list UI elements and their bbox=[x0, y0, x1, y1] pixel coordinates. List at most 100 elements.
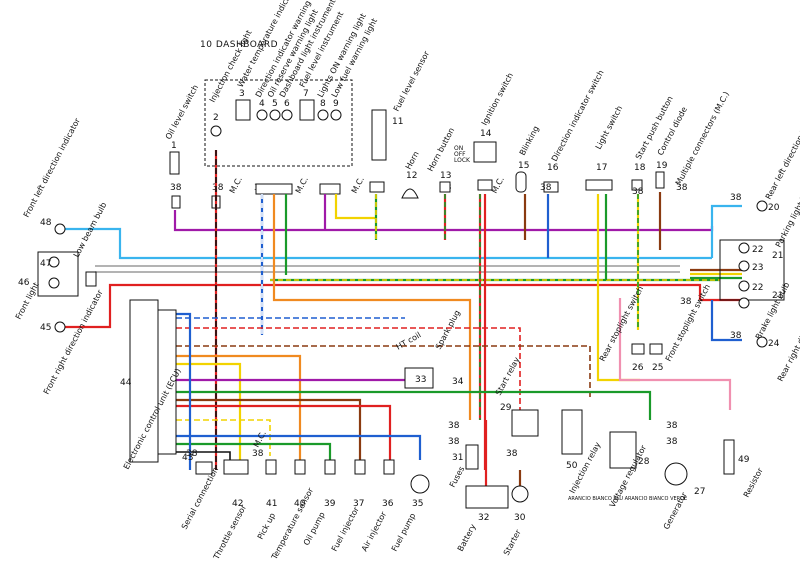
svg-text:21: 21 bbox=[772, 291, 783, 301]
svg-text:27: 27 bbox=[694, 487, 705, 497]
svg-text:38: 38 bbox=[186, 449, 198, 459]
svg-text:25: 25 bbox=[652, 363, 663, 373]
svg-text:Temperature sensor: Temperature sensor bbox=[269, 486, 315, 562]
svg-text:M.C.: M.C. bbox=[252, 429, 268, 449]
svg-text:36: 36 bbox=[382, 499, 394, 509]
front-left-indicator-icon bbox=[54, 223, 66, 235]
svg-text:Air injector: Air injector bbox=[360, 510, 389, 553]
diagram-title: 10 DASHBOARD bbox=[200, 40, 278, 50]
num-control-diode: 19 bbox=[656, 161, 668, 171]
svg-text:Throttle sensor: Throttle sensor bbox=[211, 503, 248, 562]
ecu-box bbox=[129, 299, 159, 463]
svg-text:33: 33 bbox=[415, 375, 426, 385]
svg-text:28: 28 bbox=[638, 457, 650, 467]
svg-text:Front left direction indicator: Front left direction indicator bbox=[22, 116, 82, 219]
horn-icon bbox=[401, 188, 419, 199]
num-horn: 12 bbox=[406, 171, 417, 181]
num-light-switch: 17 bbox=[596, 163, 607, 173]
svg-text:Serial connection: Serial connection bbox=[180, 466, 220, 531]
start-relay-icon bbox=[511, 409, 539, 437]
ecu: 44 Electronic control unit (ECU) bbox=[120, 299, 183, 471]
svg-text:24: 24 bbox=[768, 339, 780, 349]
dash-num-9: 9 bbox=[333, 99, 339, 109]
num-fuel-level-sensor: 11 bbox=[392, 117, 403, 127]
svg-text:20: 20 bbox=[768, 203, 780, 213]
svg-text:22: 22 bbox=[752, 245, 763, 255]
fuses-icon bbox=[465, 444, 479, 470]
svg-text:29: 29 bbox=[500, 403, 512, 413]
blinker-icon bbox=[515, 171, 527, 193]
rear-left-indicator-icon bbox=[756, 200, 768, 212]
svg-text:38: 38 bbox=[448, 437, 460, 447]
front-light-box bbox=[37, 251, 79, 297]
svg-text:39: 39 bbox=[324, 499, 336, 509]
svg-text:M.C.: M.C. bbox=[228, 175, 244, 195]
front-right-indicator-icon bbox=[54, 321, 66, 333]
svg-text:38: 38 bbox=[170, 183, 182, 193]
dash-num-6: 6 bbox=[284, 99, 290, 109]
starter-icon bbox=[511, 485, 529, 503]
svg-text:Resistor: Resistor bbox=[742, 466, 765, 499]
bottom-connectors: 38 38 M.C. 38 38 38 38 38 bbox=[186, 421, 678, 459]
label-fuel-level-sensor: Fuel level sensor bbox=[392, 49, 432, 113]
svg-text:31: 31 bbox=[452, 453, 463, 463]
svg-text:HT coil: HT coil bbox=[395, 330, 423, 351]
dash-num-3: 3 bbox=[239, 89, 245, 99]
dash-num-2: 2 bbox=[213, 113, 219, 123]
dashboard-panel: 1 2 3 4 5 6 7 8 9 Injection check light … bbox=[171, 0, 379, 167]
svg-text:48: 48 bbox=[40, 218, 52, 228]
top-connectors: 38 38 M.C. 38 M.C. 38 M.C. 38 38 38 M.C.… bbox=[170, 175, 688, 209]
num-direction-switch: 16 bbox=[547, 163, 559, 173]
svg-text:32: 32 bbox=[478, 513, 489, 523]
svg-text:Spark plug: Spark plug bbox=[434, 309, 462, 351]
battery-icon bbox=[465, 485, 509, 509]
svg-text:42: 42 bbox=[232, 499, 243, 509]
generator-icon bbox=[664, 462, 688, 486]
svg-text:40: 40 bbox=[294, 499, 306, 509]
label-ignition-switch: Ignition switch bbox=[480, 71, 515, 127]
svg-text:38: 38 bbox=[666, 421, 678, 431]
label-light-switch: Light switch bbox=[594, 104, 625, 151]
direction-switch-icon bbox=[543, 181, 559, 193]
svg-text:47: 47 bbox=[40, 259, 51, 269]
svg-text:M.C.: M.C. bbox=[294, 175, 310, 195]
svg-text:Oil pump: Oil pump bbox=[302, 511, 327, 547]
svg-text:ARANCIO BIANCO BLU ARANCIO B: ARANCIO BIANCO BLU ARANCIO BIANCO VERDE bbox=[568, 496, 687, 502]
num-horn-button: 13 bbox=[440, 171, 451, 181]
svg-text:38: 38 bbox=[632, 187, 644, 197]
svg-text:Start relay: Start relay bbox=[494, 355, 522, 397]
dash-num-8: 8 bbox=[320, 99, 326, 109]
svg-text:38: 38 bbox=[540, 183, 552, 193]
num-ignition-switch: 14 bbox=[480, 129, 492, 139]
label-oil-level-switch: Oil level switch bbox=[164, 83, 200, 141]
svg-text:Starter: Starter bbox=[502, 528, 523, 557]
stoplight-switches: 26 25 Rear stoplight switch Front stopli… bbox=[598, 283, 712, 373]
ignition-lock: LOCK bbox=[454, 157, 471, 164]
svg-text:38: 38 bbox=[252, 449, 264, 459]
svg-text:Fuel injector: Fuel injector bbox=[330, 505, 361, 553]
label-horn-button: Horn button bbox=[426, 126, 457, 173]
svg-text:Front stoplight switch: Front stoplight switch bbox=[664, 283, 712, 363]
start-button-icon bbox=[631, 179, 643, 191]
svg-text:38: 38 bbox=[680, 297, 692, 307]
ht-coil-icon bbox=[404, 367, 434, 389]
svg-text:38: 38 bbox=[506, 449, 518, 459]
svg-text:38: 38 bbox=[448, 421, 460, 431]
dash-num-5: 5 bbox=[272, 99, 278, 109]
ignition-off: OFF bbox=[454, 151, 466, 158]
svg-text:38: 38 bbox=[666, 437, 678, 447]
svg-text:38: 38 bbox=[212, 183, 224, 193]
ignition-on: ON bbox=[454, 145, 463, 152]
svg-text:44: 44 bbox=[120, 378, 132, 388]
svg-text:38: 38 bbox=[730, 331, 742, 341]
ignition-coil: HT coil Spark plug 33 34 Start relay bbox=[395, 309, 522, 397]
voltage-regulator-icon bbox=[609, 431, 637, 469]
svg-text:46: 46 bbox=[18, 278, 30, 288]
svg-text:49: 49 bbox=[738, 455, 750, 465]
dash-num-1: 1 bbox=[171, 141, 177, 151]
svg-text:45: 45 bbox=[40, 323, 51, 333]
label-multiple-connectors: Multiple connectors (M.C.) bbox=[674, 90, 731, 187]
svg-text:34: 34 bbox=[452, 377, 464, 387]
ignition-switch-icon bbox=[473, 141, 497, 163]
